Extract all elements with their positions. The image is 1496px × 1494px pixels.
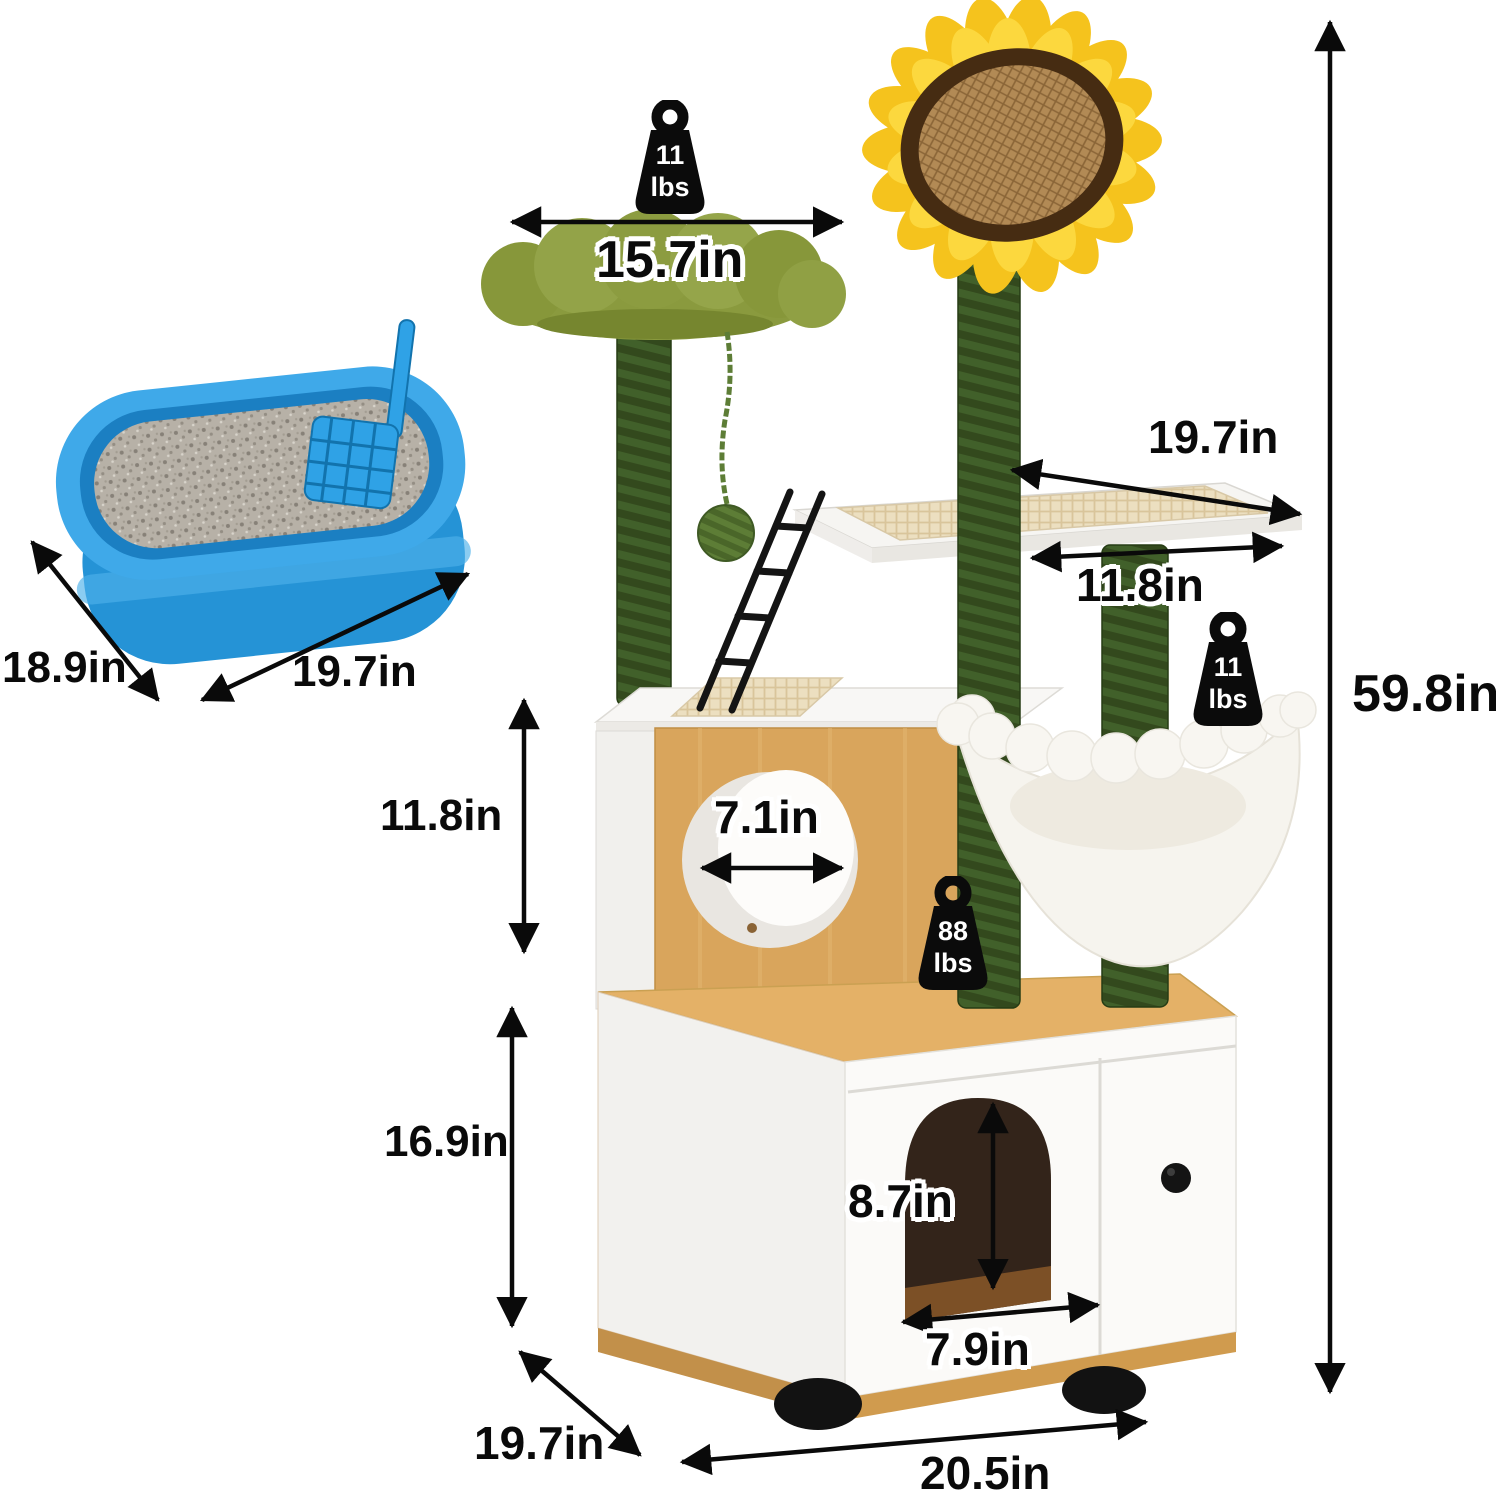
label-enclosure-height: 16.9in (384, 1117, 509, 1166)
arrow-platform-width (1029, 531, 1285, 573)
litter-box (55, 319, 471, 665)
badge-unit: lbs (1208, 684, 1248, 714)
label-base-depth: 19.7in (474, 1417, 605, 1469)
arrow-litter-depth (30, 540, 160, 702)
label-door-height: 8.7in (848, 1175, 953, 1227)
label-litter-width: 19.7in (292, 647, 417, 696)
sunflower-scratcher (862, 0, 1162, 294)
foot-right (1062, 1366, 1146, 1414)
weight-badge-hammock: 11 lbs (1176, 612, 1280, 730)
cube-top-mat (670, 677, 844, 717)
badge-unit: lbs (933, 948, 973, 978)
weight-badge-total: 88 lbs (901, 876, 1005, 994)
weight-badge-perch: 11 lbs (618, 100, 722, 218)
label-perch-width: 15.7in (596, 231, 744, 289)
weight-icon (635, 100, 705, 214)
arrow-litter-width (199, 571, 471, 703)
weight-icon (1193, 612, 1263, 726)
base-trim-front (845, 1332, 1236, 1420)
badge-value: 11 (655, 140, 685, 170)
label-base-width: 20.5in (920, 1447, 1051, 1494)
label-platform-width: 11.8in (1076, 559, 1204, 611)
arrow-door-width (900, 1291, 1101, 1336)
hanging-ball-toy (697, 331, 755, 562)
weight-icon (918, 876, 988, 990)
label-cube-height: 11.8in (380, 791, 503, 840)
badge-value: 11 (1213, 652, 1243, 682)
arrow-platform-depth (1009, 458, 1303, 526)
litter-scoop (303, 319, 416, 510)
label-hole-diameter: 7.1in (714, 791, 819, 843)
flower-perch (481, 209, 846, 340)
badge-unit: lbs (650, 172, 690, 202)
label-platform-depth: 19.7in (1148, 411, 1279, 463)
label-litter-depth: 18.9in (2, 643, 127, 692)
arrow-base-depth (518, 1350, 642, 1457)
label-door-width: 7.9in (925, 1323, 1030, 1375)
badge-value: 88 (937, 916, 969, 946)
label-overall-height: 59.8in (1352, 665, 1496, 723)
ladder (696, 488, 826, 714)
arrow-base-width (679, 1408, 1149, 1476)
hammock (936, 691, 1317, 968)
